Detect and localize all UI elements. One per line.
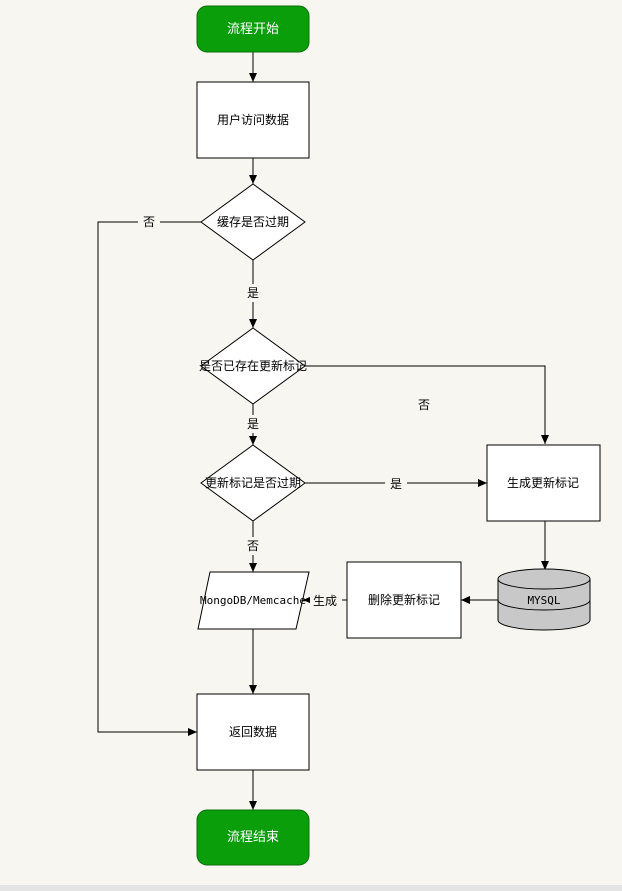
- label-expired-no: 否: [247, 539, 259, 553]
- node-del-flag: 删除更新标记: [346, 561, 462, 639]
- node-store-label: MongoDB/Memcache: [200, 594, 306, 607]
- label-cache-no: 否: [143, 215, 155, 229]
- label-generate: 生成: [313, 594, 337, 608]
- node-flag-exists: 是否已存在更新标记: [199, 327, 307, 405]
- node-return-label: 返回数据: [229, 724, 277, 739]
- label-cache-yes: 是: [247, 286, 259, 300]
- connectors: [97, 52, 549, 810]
- node-mysql-database: MYSQL: [497, 568, 591, 631]
- edge-exists-no-gen: [305, 365, 549, 444]
- edge-cache-no-return: [97, 221, 201, 736]
- node-end: 流程结束: [196, 809, 310, 866]
- node-access-label: 用户访问数据: [217, 112, 289, 127]
- node-flag-expired: 更新标记是否过期: [200, 444, 306, 522]
- node-flag-expired-label: 更新标记是否过期: [205, 475, 301, 490]
- node-store: MongoDB/Memcache: [197, 571, 310, 630]
- node-access: 用户访问数据: [196, 81, 310, 159]
- node-cache-check: 缓存是否过期: [200, 183, 306, 261]
- node-end-label: 流程结束: [227, 830, 279, 845]
- label-exists-no: 否: [418, 398, 430, 412]
- node-gen-flag: 生成更新标记: [486, 444, 601, 522]
- bottom-scroll-strip: [0, 885, 622, 891]
- node-flag-exists-label: 是否已存在更新标记: [199, 358, 307, 373]
- node-return: 返回数据: [196, 693, 310, 771]
- node-start-label: 流程开始: [227, 22, 279, 37]
- node-cache-check-label: 缓存是否过期: [217, 215, 289, 229]
- node-gen-flag-label: 生成更新标记: [507, 475, 579, 490]
- label-expired-yes: 是: [390, 477, 402, 491]
- node-del-flag-label: 删除更新标记: [368, 592, 440, 607]
- node-start: 流程开始: [196, 5, 310, 53]
- node-mysql-label: MYSQL: [527, 594, 560, 607]
- label-exists-yes: 是: [247, 417, 259, 431]
